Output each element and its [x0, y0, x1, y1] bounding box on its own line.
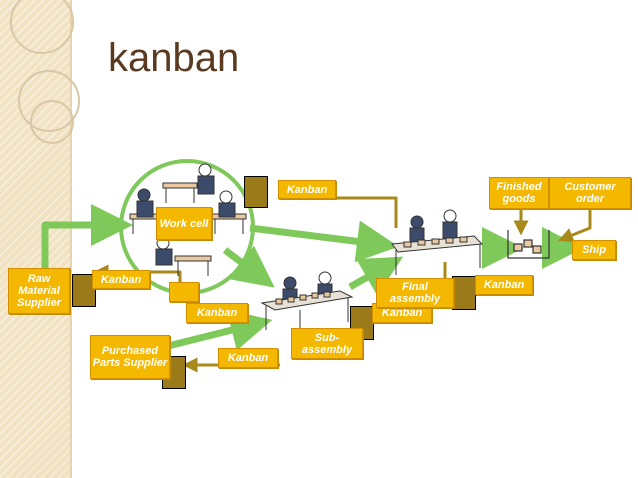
slide-title: kanban [108, 36, 240, 80]
sub-assembly-station [260, 271, 354, 335]
material-flow-arrows [41, 204, 584, 351]
flow-workcell-to-subassembly [222, 245, 275, 288]
work-cell-label: Work cell [156, 207, 212, 240]
flow-workcell-to-final [249, 220, 399, 263]
kanban-card-final-assembly [452, 276, 476, 310]
kanban-order-down [558, 208, 592, 243]
final-assembly-label: Final assembly [376, 278, 454, 308]
finished-goods-label: Finished goods [489, 177, 549, 209]
flow-subassembly-to-final [348, 256, 404, 296]
kanban-label-workcell: Kanban [278, 180, 336, 199]
kanban-card-workcell-out [169, 282, 199, 302]
flow-raw-to-workcell [41, 204, 133, 272]
raw-material-supplier-label: Raw Material Supplier [8, 268, 70, 314]
decorative-circle-top [10, 0, 74, 54]
final-assembly-station [391, 209, 484, 275]
flow-parts-to-subassembly [167, 309, 273, 351]
kanban-label-final: Kanban [475, 275, 533, 295]
finished-goods-bin [507, 230, 550, 259]
sidebar-divider [70, 0, 72, 478]
kanban-label-sub-right: Kanban [372, 303, 432, 323]
purchased-parts-supplier-label: Purchased Parts Supplier [90, 335, 170, 379]
kanban-label-parts: Kanban [218, 348, 278, 368]
decorative-circle-mid2 [30, 100, 74, 144]
kanban-label-raw: Kanban [92, 270, 150, 289]
kanban-label-sub-left: Kanban [186, 303, 248, 323]
customer-order-label: Customer order [549, 177, 631, 209]
ship-label: Ship [572, 240, 616, 260]
kanban-card-workcell [244, 176, 268, 208]
sub-assembly-label: Sub-assembly [291, 328, 363, 359]
